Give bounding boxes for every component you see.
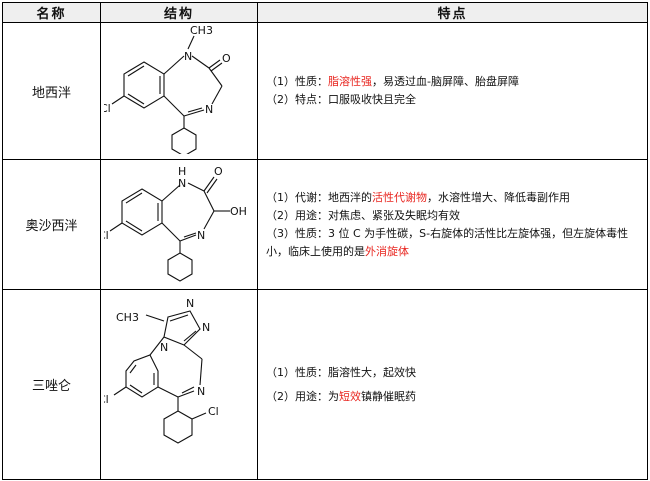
atom-n-a: N	[186, 297, 194, 310]
table-row: 奥沙西泮	[2, 159, 648, 290]
atom-n1: N	[178, 177, 186, 190]
atom-cl2: Cl	[208, 405, 219, 418]
atom-cl: Cl	[104, 229, 109, 242]
features-cell: （1）代谢：地西泮的活性代谢物，水溶性增大、降低毒副作用 （2）用途：对焦虑、紧…	[257, 159, 648, 290]
table-row: 地西泮	[2, 22, 648, 160]
atom-cl: Cl	[104, 102, 111, 115]
atom-methyl: CH3	[116, 311, 139, 324]
atom-n-d: N	[197, 385, 205, 398]
drug-name: 三唑仑	[2, 289, 101, 480]
header-features: 特点	[257, 2, 648, 23]
atom-cl1: Cl	[104, 393, 109, 406]
atom-o: O	[222, 52, 231, 65]
drug-name: 地西泮	[2, 22, 101, 160]
atom-nh: H	[178, 165, 186, 178]
feature-line: （2）用途：为短效镇静催眠药	[266, 389, 416, 403]
benzene-ring	[123, 61, 165, 109]
atom-o: O	[214, 165, 223, 178]
structure-cell: H N O OH N Cl	[98, 159, 258, 290]
atom-n-b: N	[202, 321, 210, 334]
feature-line: （1）代谢：地西泮的活性代谢物，水溶性增大、降低毒副作用	[266, 190, 570, 204]
header-row: 名称 结构 特点	[2, 2, 648, 23]
features-cell: （1）性质：脂溶性大，起效快 （2）用途：为短效镇静催眠药	[257, 289, 648, 480]
triazolam-structure: CH3 N N N N Cl Cl	[98, 297, 219, 444]
features-cell: （1）性质：脂溶性强，易透过血-脑屏障、胎盘屏障 （2）特点：口服吸收快且完全	[257, 22, 648, 160]
feature-line: （2）用途：对焦虑、紧张及失眠均有效	[266, 208, 460, 222]
atom-oh: OH	[230, 205, 247, 218]
structure-cell: N CH3 O N Cl	[100, 22, 258, 160]
diazepam-structure: N CH3 O N Cl	[100, 24, 231, 157]
atom-n4: N	[205, 103, 213, 116]
phenyl-ring	[171, 127, 197, 157]
table-row: 三唑仑	[2, 289, 648, 480]
triazole-ring	[163, 309, 201, 346]
atom-n1: N	[184, 50, 192, 63]
feature-line: （3）性质：3 位 C 为手性碳，S-右旋体的活性比左旋体强，但左旋体毒性小，临…	[266, 226, 629, 258]
oxazepam-structure: H N O OH N Cl	[98, 165, 247, 282]
atom-n4: N	[197, 229, 205, 242]
feature-line: （2）特点：口服吸收快且完全	[266, 93, 416, 106]
structure-cell: CH3 N N N N Cl Cl	[98, 289, 258, 480]
feature-line: （1）性质：脂溶性强，易透过血-脑屏障、胎盘屏障	[266, 75, 519, 88]
header-name: 名称	[2, 2, 101, 23]
atom-methyl: CH3	[190, 24, 213, 37]
drug-name: 奥沙西泮	[2, 159, 101, 290]
feature-line: （1）性质：脂溶性大，起效快	[266, 365, 416, 379]
atom-n-c: N	[160, 341, 168, 354]
header-structure: 结构	[100, 2, 258, 23]
